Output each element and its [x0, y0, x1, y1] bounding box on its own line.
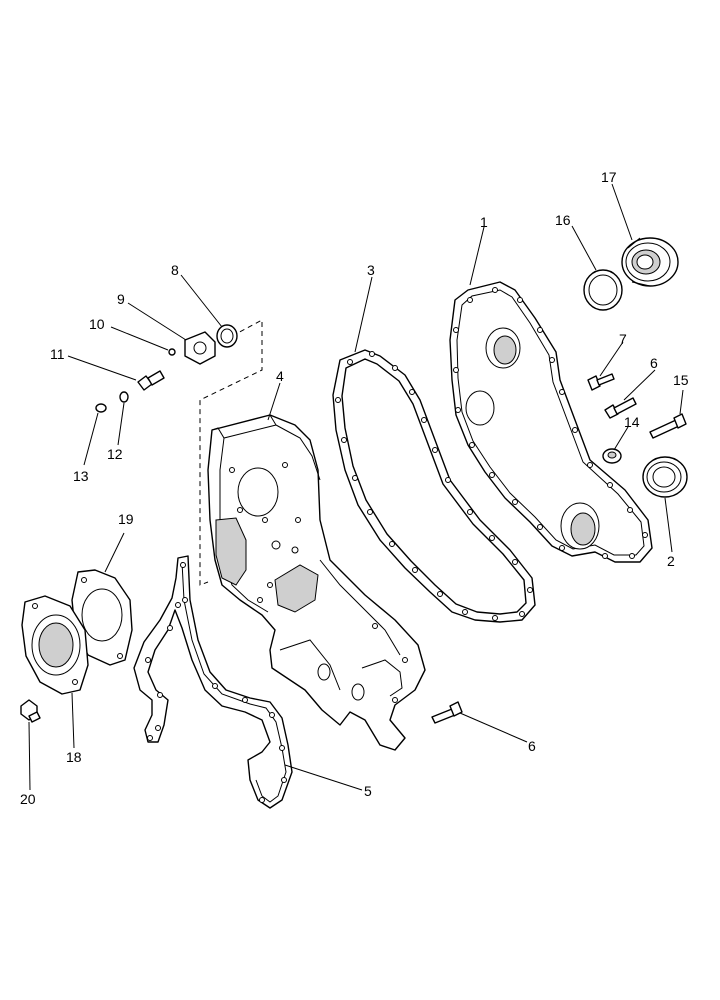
- callout-7: 7: [619, 331, 627, 347]
- part-6-bolt-lower[interactable]: [431, 701, 463, 724]
- part-18-cover-plate[interactable]: [21, 595, 89, 695]
- part-10-screw[interactable]: [168, 348, 176, 356]
- part-7-bolt[interactable]: [587, 373, 615, 391]
- part-9-flange[interactable]: [184, 331, 216, 365]
- part-20-bolt[interactable]: [20, 699, 41, 723]
- leader-lines: [28, 183, 684, 791]
- callout-2: 2: [667, 553, 675, 569]
- callout-1: 1: [480, 214, 488, 230]
- part-8-seal-ring[interactable]: [216, 324, 238, 348]
- callout-14: 14: [624, 414, 640, 430]
- callout-12: 12: [107, 446, 123, 462]
- callout-18: 18: [66, 749, 82, 765]
- part-16-ring[interactable]: [583, 269, 623, 311]
- callout-13: 13: [73, 468, 89, 484]
- part-14-nut[interactable]: [602, 448, 622, 464]
- callout-19: 19: [118, 511, 134, 527]
- callout-9: 9: [117, 291, 125, 307]
- callout-11: 11: [50, 346, 65, 362]
- part-5-housing-gasket[interactable]: [133, 555, 293, 809]
- part-17-seal[interactable]: [621, 237, 679, 287]
- part-6-bolt-upper[interactable]: [604, 397, 637, 419]
- part-3-cover-gasket[interactable]: [332, 349, 536, 623]
- callout-6-upper: 6: [650, 355, 658, 371]
- part-12-oring[interactable]: [119, 391, 129, 403]
- callout-16: 16: [555, 212, 571, 228]
- assembly-dashed-guide: [199, 319, 263, 586]
- part-19-gasket[interactable]: [71, 569, 133, 666]
- part-13-clip[interactable]: [95, 403, 107, 413]
- callout-17: 17: [601, 169, 617, 185]
- part-4-gear-housing[interactable]: [207, 414, 426, 751]
- callout-8: 8: [171, 262, 179, 278]
- callout-10: 10: [89, 316, 105, 332]
- callout-6-lower: 6: [528, 738, 536, 754]
- callout-3: 3: [367, 262, 375, 278]
- callout-20: 20: [20, 791, 36, 807]
- callout-4: 4: [276, 368, 284, 384]
- part-11-plug[interactable]: [137, 370, 165, 391]
- part-15-bolt[interactable]: [649, 413, 687, 439]
- part-1-front-cover[interactable]: [449, 281, 653, 563]
- part-2-seal[interactable]: [642, 456, 688, 498]
- callout-labels: 1 2 3 4 5 6 6 7 8 9 10 11 12 13 14 15 16…: [20, 169, 689, 807]
- callout-5: 5: [364, 783, 372, 799]
- callout-15: 15: [673, 372, 689, 388]
